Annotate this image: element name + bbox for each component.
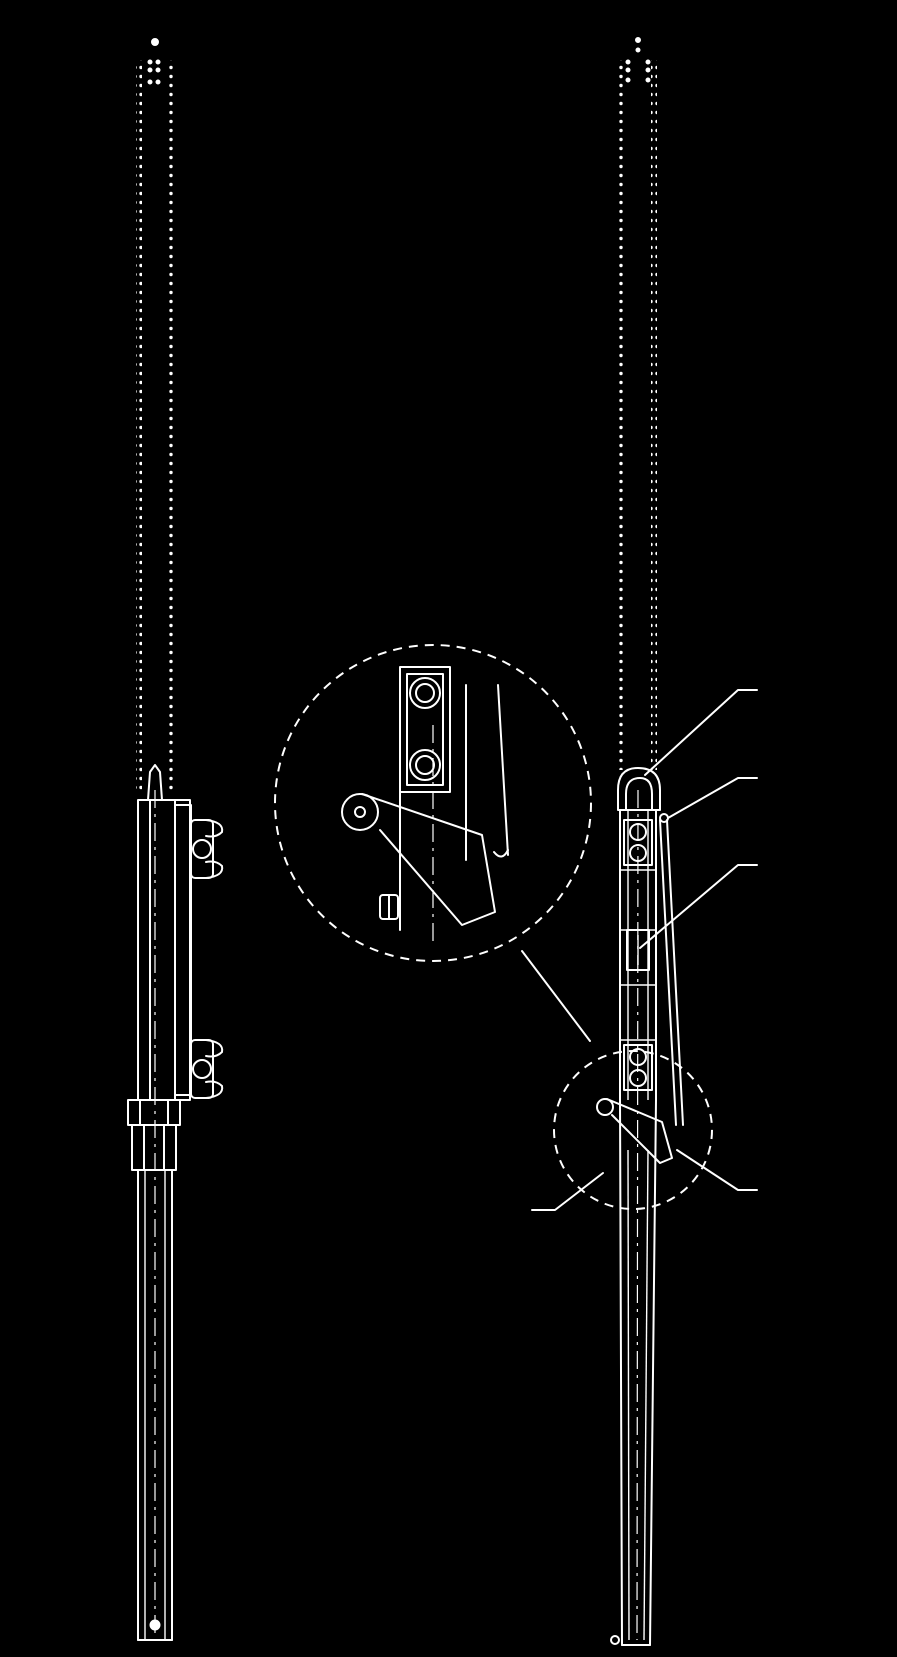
detail-hook [493,849,509,858]
left-top-tip [147,764,163,801]
right-centerline [636,789,639,1641]
callout-leader-5 [531,1172,604,1211]
detail-circle-small [553,1050,713,1210]
left-nut [127,1099,181,1171]
left-carriage [137,799,192,1101]
left-chain [136,38,173,790]
callouts [531,689,758,1211]
detail-cam-lever [341,793,496,926]
right-cam-lever [596,1098,673,1164]
right-assembly [553,37,713,1646]
callout-leader-4 [676,1149,758,1191]
detail-view [274,644,592,962]
right-lower-tube [610,1099,657,1646]
detail-bracket [399,666,451,793]
left-assembly [127,38,224,1641]
left-lower-tube [137,1169,173,1641]
left-roller-lower [190,1039,224,1099]
callout-leader-1 [644,689,758,776]
detail-nut [379,894,399,920]
right-top-cap [617,767,661,811]
callout-leader-2 [667,777,758,819]
callout-leader-3 [639,864,758,949]
detail-connector [521,950,591,1042]
right-side-rod [659,813,684,1126]
left-roller-upper [190,819,224,879]
detail-circle-large [274,644,592,962]
right-chain [618,37,657,770]
